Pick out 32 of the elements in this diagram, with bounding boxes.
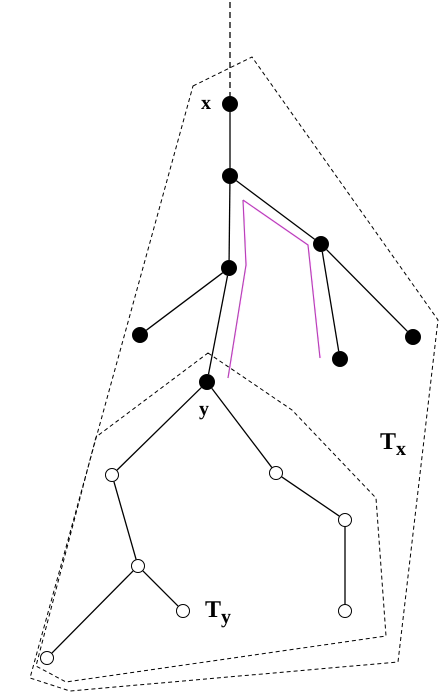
open-vertex: [176, 604, 190, 618]
tree-edge: [142, 570, 178, 606]
filled-vertex: [332, 351, 348, 367]
filled-vertex: [221, 260, 237, 276]
filled-vertex: [222, 168, 238, 184]
tree-edge: [146, 272, 223, 331]
tree-edge: [113, 482, 137, 560]
tree-edge: [326, 249, 408, 332]
tree-edge: [208, 276, 228, 374]
open-vertex: [338, 604, 352, 618]
tree-edge: [322, 252, 340, 352]
filled-vertex: [313, 236, 329, 252]
vertex-label: x: [201, 93, 211, 113]
subtree-label: T$_{y}$: [205, 598, 232, 627]
filled-vertex: [405, 329, 421, 345]
open-vertex: [131, 559, 145, 573]
open-vertex: [269, 466, 283, 480]
tree-edge: [344, 527, 346, 604]
dashed-edge: [229, 2, 231, 96]
tree-edge: [51, 570, 134, 654]
open-vertex: [338, 513, 352, 527]
open-vertex: [40, 651, 54, 665]
filled-vertex: [132, 327, 148, 343]
tree-edge: [281, 476, 340, 517]
tree-edge: [211, 388, 272, 468]
tree-edge: [229, 112, 231, 168]
open-vertex: [105, 468, 119, 482]
tree-edge: [116, 387, 202, 471]
vertex-label: y: [199, 399, 209, 419]
tree-edge: [228, 184, 231, 260]
tree-edge: [236, 180, 315, 240]
subtree-label: T$_{x}$: [380, 430, 406, 459]
